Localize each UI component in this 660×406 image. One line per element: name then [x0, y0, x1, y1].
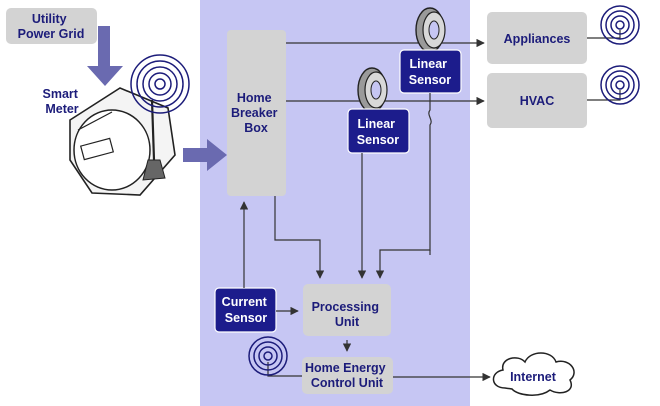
wireless-signal-icon	[600, 5, 640, 45]
home-breaker-box: Home Breaker Box	[227, 30, 286, 196]
breaker-label-2: Breaker	[231, 106, 278, 120]
linear-sensor-top-box: Linear Sensor	[399, 49, 462, 94]
svg-text:Processing Unit: Processing Unit	[312, 300, 383, 329]
cloud-icon: Internet	[492, 352, 575, 396]
svg-text:Utility Power Grid: Utility Power Grid	[18, 12, 85, 41]
svg-text:Home Energy Control Unit: Home Energy Control Unit	[305, 361, 389, 390]
svg-text:Linear Sensor: Linear Sensor	[409, 57, 452, 87]
linear-sensor-mid-label-1: Linear	[358, 117, 396, 131]
smart-meter-icon	[69, 87, 176, 196]
processing-unit-label-2: Unit	[335, 315, 360, 329]
hvac-box: HVAC	[487, 73, 587, 128]
hecu-label-2: Control Unit	[311, 376, 384, 390]
linear-sensor-top-label-1: Linear	[410, 57, 448, 71]
meter-to-breaker-arrow	[183, 139, 227, 171]
ring-sensor-icon	[415, 7, 446, 53]
processing-unit-label-1: Processing	[312, 300, 379, 314]
breaker-label-1: Home	[237, 91, 272, 105]
wireless-signal-icon	[248, 336, 288, 376]
ring-sensor-icon	[357, 67, 388, 113]
appliances-label: Appliances	[504, 32, 571, 46]
linear-sensor-top-to-processing-line	[375, 93, 432, 279]
svg-text:Home Breaker Box: Home Breaker Box	[231, 91, 281, 135]
svg-text:Smart Meter: Smart Meter	[43, 87, 82, 116]
linear-sensor-mid-box: Linear Sensor	[347, 108, 410, 154]
current-sensor-label-2: Sensor	[225, 311, 268, 325]
linear-sensor-mid-label-2: Sensor	[357, 133, 400, 147]
home-energy-control-unit-box: Home Energy Control Unit	[302, 357, 393, 394]
current-sensor-box: Current Sensor	[214, 287, 277, 333]
svg-text:Current Sensor: Current Sensor	[222, 295, 271, 325]
utility-power-grid-label-2: Power Grid	[18, 27, 85, 41]
utility-power-grid-label-1: Utility	[32, 12, 67, 26]
grid-to-meter-arrow	[87, 26, 123, 86]
smart-meter-label-1: Smart	[43, 87, 79, 101]
breaker-label-3: Box	[244, 121, 268, 135]
appliances-box: Appliances	[487, 12, 587, 64]
current-sensor-label-1: Current	[222, 295, 268, 309]
wireless-signal-icon	[600, 65, 640, 105]
svg-text:Linear Sensor: Linear Sensor	[357, 117, 400, 147]
breaker-to-processing-line	[274, 196, 325, 279]
hvac-label: HVAC	[520, 94, 555, 108]
internet-label: Internet	[510, 370, 557, 384]
smart-meter-label-2: Meter	[45, 102, 78, 116]
hecu-label-1: Home Energy	[305, 361, 386, 375]
processing-unit-box: Processing Unit	[303, 284, 391, 336]
linear-sensor-top-label-2: Sensor	[409, 73, 452, 87]
wireless-signal-icon	[130, 54, 190, 114]
utility-power-grid-box: Utility Power Grid	[6, 8, 97, 44]
